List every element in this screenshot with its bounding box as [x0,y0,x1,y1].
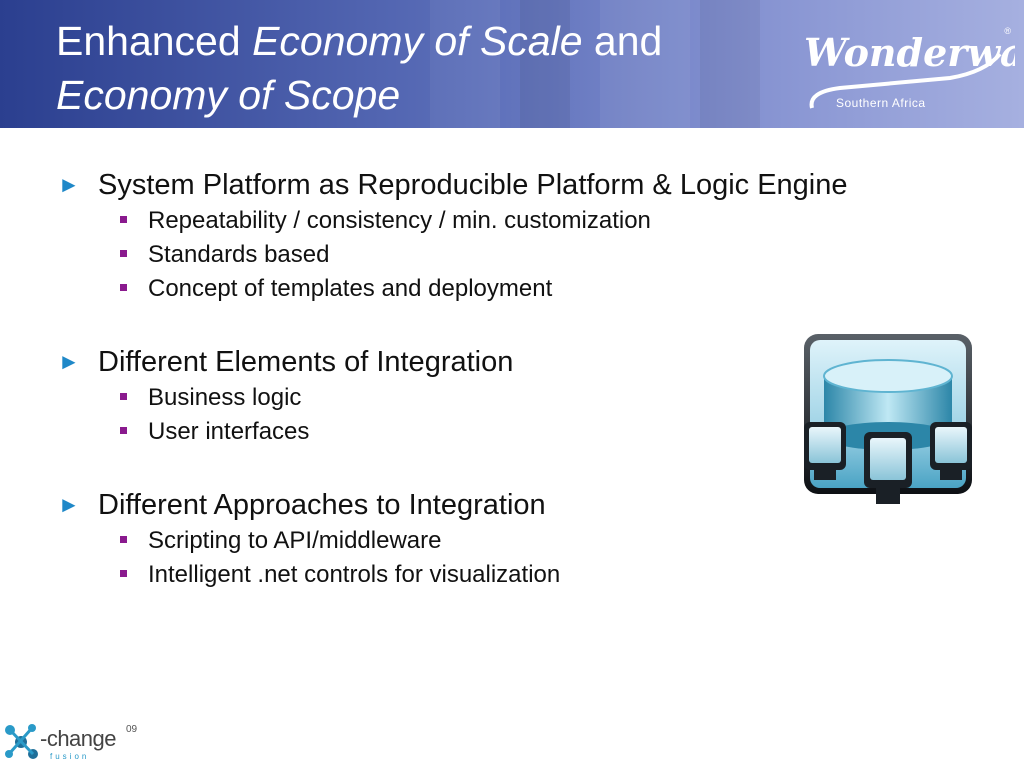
sub-bullet-item: Concept of templates and deployment [56,272,996,306]
database-icon [800,330,976,512]
sub-bullet-text: User interfaces [148,418,310,445]
logo-swoosh [809,52,1002,109]
sub-bullet-item: Standards based [56,238,996,272]
title-line-2: Economy of Scope [56,68,776,122]
sub-bullet-text: Concept of templates and deployment [148,275,553,302]
title-banner: Enhanced Economy of Scale and Economy of… [0,0,1024,128]
xchange-logo-mark [5,724,38,759]
sub-bullet-item: Business logic [56,381,996,415]
banner-decoration [600,0,690,128]
title-line-1: Enhanced Economy of Scale and [56,14,776,68]
bullet-item: ► System Platform as Reproducible Platfo… [56,166,996,204]
banner-decoration [430,0,500,128]
title-text: and [582,18,663,64]
arrow-bullet-icon: ► [58,349,80,374]
square-bullet-icon [120,427,127,434]
bullet-text: Different Approaches to Integration [98,489,546,521]
square-bullet-icon [120,570,127,577]
slide-title: Enhanced Economy of Scale and Economy of… [56,14,776,122]
sub-bullet-item: Intelligent .net controls for visualizat… [56,558,996,592]
bullet-item: ► Different Elements of Integration [56,343,996,381]
sub-bullet-text: Standards based [148,241,330,268]
title-text: Enhanced [56,18,253,64]
title-italic-text: Economy of Scope [56,72,401,118]
square-bullet-icon [120,216,127,223]
arrow-bullet-icon: ► [58,172,80,197]
wonderware-logo-wordmark: Wonderware [804,30,1015,75]
bullet-text: System Platform as Reproducible Platform… [98,169,848,201]
square-bullet-icon [120,536,127,543]
square-bullet-icon [120,393,127,400]
sub-bullet-text: Business logic [148,384,302,411]
arrow-bullet-icon: ► [58,492,80,517]
xchange-logo-wordmark: -change [40,726,117,751]
bullet-item: ► Different Approaches to Integration [56,486,996,524]
logo-subtitle: Southern Africa [836,96,926,110]
sub-bullet-item: User interfaces [56,415,996,449]
monitor-center [864,432,912,504]
bullet-group-2: ► Different Elements of Integration Busi… [56,343,996,449]
sub-bullet-text: Intelligent .net controls for visualizat… [148,561,561,588]
cylinder-top [823,359,953,393]
wonderware-logo: Wonderware ® Southern Africa [800,14,1024,114]
database-illustration [804,334,972,504]
wonderware-logo-mark: Wonderware [804,30,1024,109]
banner-decoration [700,0,760,128]
bullet-group-1: ► System Platform as Reproducible Platfo… [56,166,996,306]
square-bullet-icon [120,250,127,257]
title-italic-text: Economy of Scale [252,18,583,64]
monitor-right [930,422,972,480]
xchange-logo-subtitle: fusion [50,752,90,761]
sub-bullet-text: Scripting to API/middleware [148,527,442,554]
sub-bullet-text: Repeatability / consistency / min. custo… [148,207,651,234]
sub-bullet-item: Scripting to API/middleware [56,524,996,558]
bullet-group-3: ► Different Approaches to Integration Sc… [56,486,996,592]
sub-bullet-item: Repeatability / consistency / min. custo… [56,204,996,238]
registered-mark: ® [1004,26,1011,36]
xchange-logo-number: 09 [126,724,138,735]
banner-decoration [520,0,570,128]
square-bullet-icon [120,284,127,291]
bullet-content: ► System Platform as Reproducible Platfo… [56,166,996,629]
xchange-logo: -change 09 fusion [2,720,152,766]
monitor-left [804,422,846,480]
bullet-text: Different Elements of Integration [98,346,514,378]
